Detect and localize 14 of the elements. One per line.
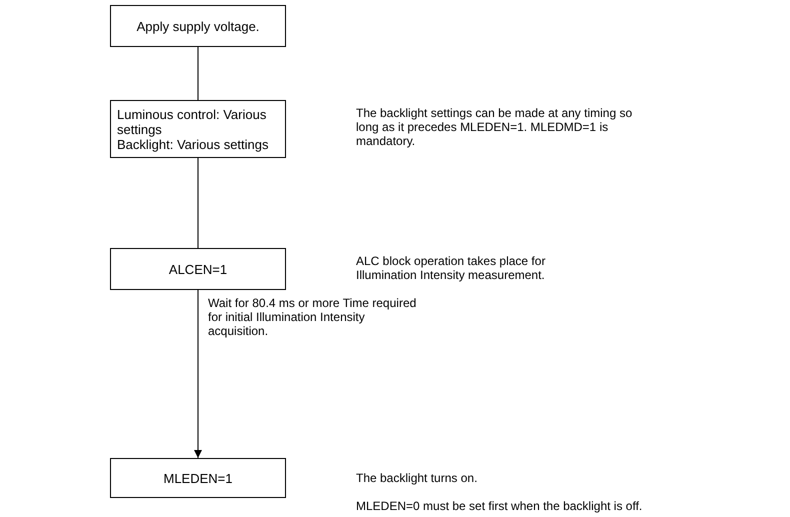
connector-arrow	[194, 290, 202, 458]
process-box	[110, 100, 286, 158]
process-box	[110, 458, 286, 498]
process-box	[110, 5, 286, 47]
note-text: MLEDEN=0 must be set first when the backlight is off.	[356, 499, 644, 513]
box-text: MLEDEN=1	[164, 470, 232, 486]
note-text: ALC block operation takes place for Illumination Intensity measurement.	[356, 254, 546, 282]
box-text: Luminous control: Various settings	[117, 106, 268, 136]
note-text: The backlight turns on.	[356, 471, 478, 485]
box-text: ALCEN=1	[168, 262, 228, 276]
box-text: Backlight: Various settings	[117, 136, 270, 152]
process-box	[110, 248, 286, 290]
box-text: Apply supply voltage.	[136, 18, 260, 34]
note-text: The backlight settings can be made at any timing so long as it precedes MLEDEN=1. MLEDMD=1 is mandatory.	[356, 106, 634, 148]
